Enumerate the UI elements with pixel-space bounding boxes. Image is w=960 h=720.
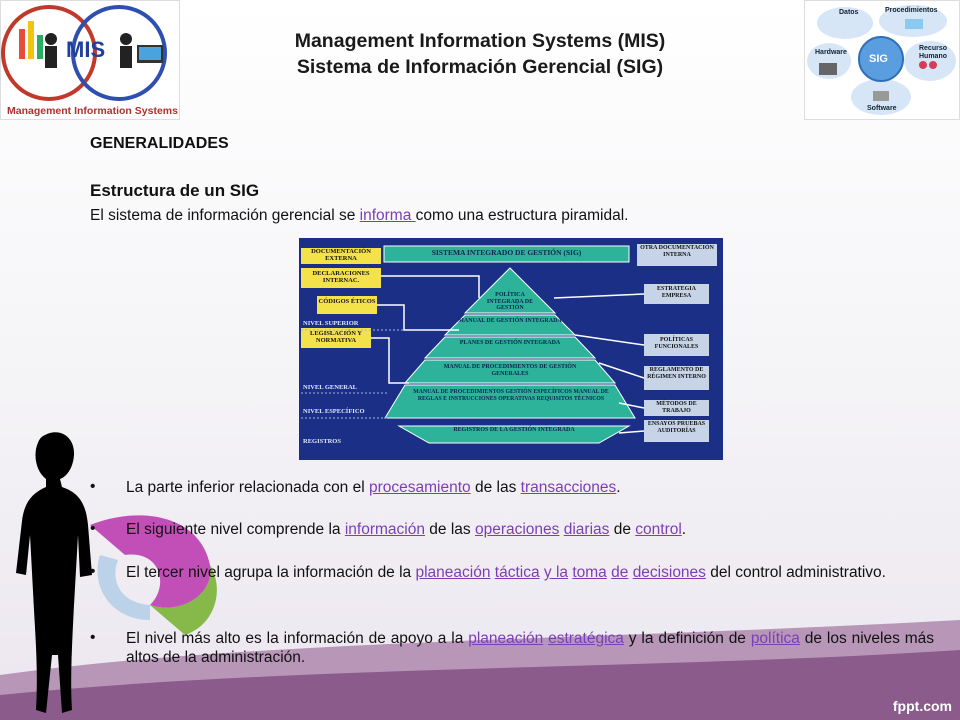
pyramid-level-6: REGISTROS DE LA GESTIÓN INTEGRADA	[453, 427, 575, 433]
sig-node-datos: Datos	[839, 9, 859, 16]
mis-logo-mark: MIS	[66, 37, 106, 62]
inline-link[interactable]: de	[611, 564, 629, 581]
intro-after: como una estructura piramidal.	[415, 207, 629, 224]
background-wave	[0, 620, 960, 720]
bullet-text: El nivel más alto es la información de a…	[126, 629, 934, 667]
bullet-text-run: .	[681, 521, 687, 538]
mis-logo: MIS Management Information Systems	[0, 0, 180, 120]
title-line-2: Sistema de Información Gerencial (SIG)	[296, 56, 664, 78]
pyramid-level-5: MANUAL DE PROCEDIMIENTOS GESTIÓN ESPECÍF…	[413, 389, 609, 402]
right-box-reglamento: REGLAMENTO DE RÉGIMEN INTERNO	[647, 367, 706, 380]
inline-link[interactable]: estratégica	[548, 630, 624, 647]
sig-center-label: SIG	[869, 53, 888, 65]
inline-link[interactable]: táctica	[494, 564, 540, 581]
page-title: Management Information Systems (MIS) Sis…	[200, 28, 760, 80]
bullet-text-run: del control administrativo.	[705, 564, 886, 581]
sig-node-recurso-humano: Recurso Humano	[918, 45, 947, 60]
bullet-dot: •	[90, 563, 96, 580]
right-box-metodos: MÉTODOS DE TRABAJO	[656, 401, 697, 414]
inline-link[interactable]: procesamiento	[368, 479, 471, 496]
bullet-text-run: y la definición de	[623, 630, 751, 647]
sig-node-software: Software	[867, 105, 897, 112]
pyramid-level-1: POLÍTICA INTEGRADA DE GESTIÓN	[486, 292, 534, 311]
right-box-ensayos: ENSAYOS PRUEBAS AUDITORÍAS	[647, 421, 706, 434]
title-line-1: Management Information Systems (MIS)	[294, 30, 666, 52]
bullet-text-run: de las	[424, 521, 475, 538]
bullet-text-run: de las	[470, 479, 521, 496]
inline-link[interactable]: planeación	[468, 630, 544, 647]
level-superior: NIVEL SUPERIOR	[303, 320, 359, 327]
bullet-text-run: .	[616, 479, 621, 496]
bullet-text-run: de	[609, 521, 636, 538]
bullet-text-run: El siguiente nivel comprende la	[126, 521, 345, 538]
inline-link[interactable]: decisiones	[632, 564, 706, 581]
level-general: NIVEL GENERAL	[303, 384, 357, 391]
right-box-politicas: POLÍTICAS FUNCIONALES	[654, 337, 699, 350]
level-especifico: NIVEL ESPECÍFICO	[303, 408, 365, 415]
inline-link[interactable]: transacciones	[520, 479, 617, 496]
left-box-codigos: CÓDIGOS ÉTICOS	[318, 298, 376, 305]
section-heading: GENERALIDADES	[90, 135, 229, 152]
inline-link[interactable]: planeación	[415, 564, 491, 581]
inline-link[interactable]: y la	[543, 564, 569, 581]
intro-before: El sistema de información gerencial se	[90, 207, 360, 224]
left-box-declaraciones: DECLARACIONES INTERNAC.	[312, 270, 370, 284]
right-box-otra-doc: OTRA DOCUMENTACIÓN INTERNA	[640, 245, 714, 258]
bullet-text-run: La parte inferior relacionada con el	[126, 479, 369, 496]
left-box-legislacion: LEGISLACIÓN Y NORMATIVA	[310, 330, 362, 344]
bullet-dot: •	[90, 520, 96, 537]
mis-logo-caption: Management Information Systems	[7, 105, 178, 117]
pyramid-level-2: MANUAL DE GESTIÓN INTEGRADA	[458, 318, 562, 324]
right-box-estrategia: ESTRATEGIA EMPRESA	[657, 286, 696, 299]
inline-link[interactable]: control	[635, 521, 682, 538]
pyramid-level-4: MANUAL DE PROCEDIMIENTOS DE GESTIÓN GENE…	[443, 364, 577, 377]
level-registros: REGISTROS	[303, 438, 341, 445]
inline-link[interactable]: operaciones	[474, 521, 560, 538]
businesswoman-silhouette	[16, 432, 217, 713]
sig-node-procedimientos: Procedimientos	[885, 7, 938, 14]
footer-brand: fppt.com	[892, 698, 952, 714]
left-box-doc-externa: DOCUMENTACIÓN EXTERNA	[311, 248, 371, 262]
link-informa[interactable]: informa	[359, 207, 416, 224]
pyramid-level-3: PLANES DE GESTIÓN INTEGRADA	[459, 340, 561, 346]
bullet-text-run: de los niveles más altos de la administr…	[126, 630, 935, 666]
bullet-text: El siguiente nivel comprende la informac…	[126, 520, 934, 539]
intro-text: El sistema de información gerencial se i…	[90, 207, 628, 225]
inline-link[interactable]: política	[750, 630, 800, 647]
diagram-top-banner: SISTEMA INTEGRADO DE GESTIÓN (SIG)	[431, 248, 582, 257]
bullet-text: La parte inferior relacionada con el pro…	[126, 478, 934, 497]
inline-link[interactable]: información	[344, 521, 425, 538]
bullet-text-run: El nivel más alto es la información de a…	[126, 630, 469, 647]
bullet-dot: •	[90, 629, 96, 646]
bullet-text-run: El tercer nivel agrupa la información de…	[126, 564, 416, 581]
sig-node-hardware: Hardware	[815, 49, 847, 56]
inline-link[interactable]: toma	[572, 564, 607, 581]
subheading: Estructura de un SIG	[90, 181, 260, 200]
sig-pyramid-diagram: SISTEMA INTEGRADO DE GESTIÓN (SIG) DOCUM…	[299, 238, 723, 460]
bullet-text: El tercer nivel agrupa la información de…	[126, 563, 934, 582]
inline-link[interactable]: diarias	[563, 521, 610, 538]
bullet-dot: •	[90, 478, 96, 495]
sig-diagram-logo: SIG Datos Procedimientos Hardware Recurs…	[804, 0, 960, 120]
